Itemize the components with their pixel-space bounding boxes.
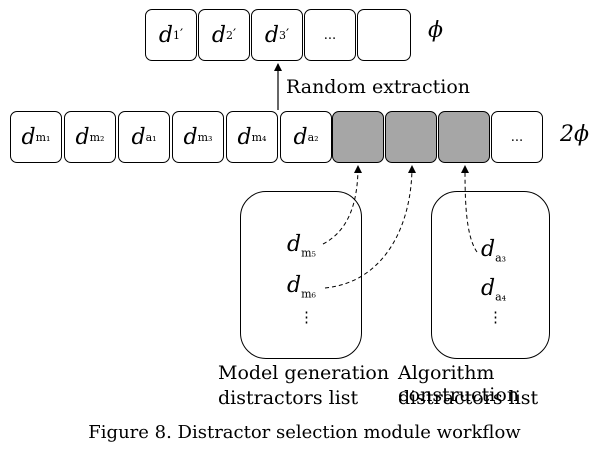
top-cell-d2-prime-mark: ′ — [232, 27, 237, 43]
model-dm6-to-slot-arrow — [324, 165, 416, 289]
model-list-item-dm5-sub: m₅ — [301, 246, 316, 260]
bottom-cell-dm4-base: d — [237, 124, 252, 150]
top-row-size-label: ϕ — [428, 18, 443, 43]
bottom-cell-dm1-base: d — [21, 124, 36, 150]
algorithm-list-label-line1: Algorithm construction — [398, 362, 520, 406]
algorithm-list-item-da4-sub: a₄ — [495, 290, 507, 304]
bottom-cell-empty-slot-3 — [438, 111, 490, 163]
algorithm-list-more-dots: ⋮ — [488, 308, 503, 326]
top-cell-ellipsis-text: ... — [323, 27, 337, 43]
model-list-more-dots: ⋮ — [299, 308, 314, 326]
model-generation-list-box — [240, 191, 362, 359]
algorithm-list-label-line2: distractors list — [398, 387, 539, 409]
bottom-cell-da1-base: d — [131, 124, 146, 150]
model-list-item-dm6-sub: m₆ — [301, 287, 316, 301]
bottom-cell-dm3-sub: m₃ — [197, 130, 213, 144]
figure-caption: Figure 8. Distractor selection module wo… — [88, 422, 521, 443]
bottom-cell-dm2-base: d — [75, 124, 90, 150]
bottom-cell-da2-sub: a₂ — [307, 130, 319, 144]
model-list-item-dm5-base: d — [287, 232, 302, 257]
model-list-label-line2: distractors list — [218, 387, 359, 409]
bottom-cell-dm3-base: d — [183, 124, 198, 150]
model-list-item-dm6-base: d — [287, 273, 302, 298]
top-cell-d3-prime-mark: ′ — [285, 27, 290, 43]
random-extraction-label: Random extraction — [286, 76, 470, 98]
bottom-cell-dm1-sub: m₁ — [35, 130, 51, 144]
algorithm-list-item-da3: da₃ — [481, 237, 506, 264]
bottom-cell-ellipsis: ... — [491, 111, 543, 163]
top-cell-d1-prime-mark: ′ — [179, 27, 184, 43]
model-dm5-to-slot-arrow — [322, 165, 362, 245]
algorithm-list-item-da3-base: d — [481, 237, 496, 262]
bottom-cell-da1-sub: a₁ — [145, 130, 157, 144]
algorithm-list-item-da4: da₄ — [481, 276, 506, 303]
bottom-cell-dm4-sub: m₄ — [251, 130, 267, 144]
algorithm-construction-list-box — [431, 191, 550, 359]
top-cell-d3-sub: 3 — [278, 28, 286, 42]
bottom-cell-empty-slot-2 — [385, 111, 437, 163]
algorithm-list-item-da3-sub: a₃ — [495, 251, 507, 265]
algorithm-da3-to-slot-arrow — [461, 165, 478, 253]
top-cell-d3-base: d — [264, 22, 279, 48]
bottom-cell-ellipsis-text: ... — [510, 129, 524, 145]
bottom-cell-dm2-sub: m₂ — [89, 130, 105, 144]
model-list-item-dm5: dm₅ — [287, 232, 316, 259]
bottom-cell-empty-slot-1 — [332, 111, 384, 163]
algorithm-list-item-da4-base: d — [481, 276, 496, 301]
bottom-row-size-label: 2ϕ — [560, 122, 589, 147]
model-list-item-dm6: dm₆ — [287, 273, 316, 300]
top-cell-d1-base: d — [158, 22, 173, 48]
top-cell-d2-sub: 2 — [225, 28, 233, 42]
model-list-label-line1: Model generation — [218, 362, 390, 384]
top-cell-ellipsis: ... — [304, 9, 356, 61]
top-cell-d1-sub: 1 — [172, 28, 180, 42]
bottom-cell-da2-base: d — [293, 124, 308, 150]
top-cell-empty — [357, 9, 411, 61]
top-cell-d2-base: d — [211, 22, 226, 48]
